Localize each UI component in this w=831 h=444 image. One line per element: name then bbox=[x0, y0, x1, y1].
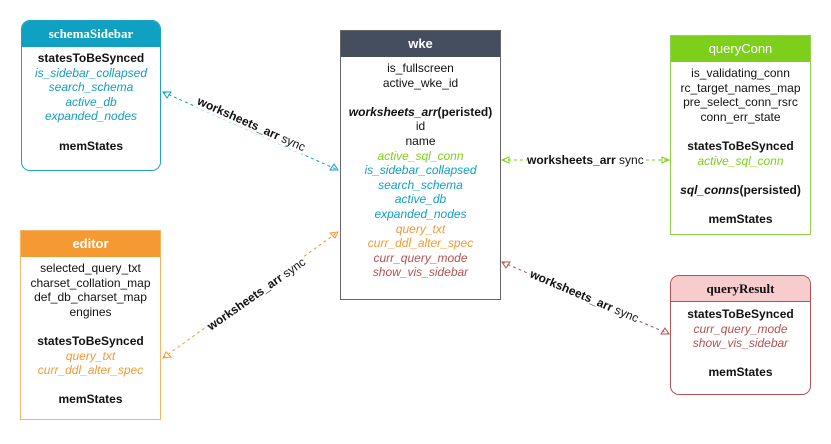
schema-field: search_schema bbox=[378, 177, 463, 192]
edge-label-wke-queryConn: worksheets_arr sync bbox=[527, 153, 644, 167]
node-title: schemaSidebar bbox=[22, 21, 160, 47]
node-query-conn: queryConn is_validating_conn rc_target_n… bbox=[670, 35, 811, 235]
synced-field: query_txt bbox=[65, 348, 116, 363]
persisted-name: sql_conns bbox=[680, 182, 740, 197]
synced-label: statesToBeSynced bbox=[37, 333, 144, 348]
arr-suffix: (peristed) bbox=[437, 104, 493, 119]
edge-label-bold: worksheets_arr bbox=[527, 153, 616, 167]
node-title: wke bbox=[341, 31, 500, 57]
state-field: conn_err_state bbox=[700, 109, 781, 124]
synced-label: statesToBeSynced bbox=[37, 51, 145, 65]
state-field: is_fullscreen bbox=[387, 61, 454, 75]
result-field: show_vis_sidebar bbox=[372, 265, 469, 280]
field: name bbox=[405, 133, 436, 148]
arr-name: worksheets_arr bbox=[348, 104, 438, 119]
arrowhead-icon bbox=[501, 261, 511, 269]
state-field: pre_select_conn_rsrc bbox=[683, 95, 798, 110]
schema-field: is_sidebar_collapsed bbox=[364, 163, 477, 178]
node-title: queryConn bbox=[671, 36, 810, 62]
schema-field: active_db bbox=[394, 192, 447, 207]
synced-field: is_sidebar_collapsed bbox=[34, 65, 148, 80]
result-field: curr_query_mode bbox=[373, 250, 468, 265]
mem-label: memStates bbox=[58, 392, 123, 407]
arrowhead-icon bbox=[329, 163, 339, 171]
node-editor: editor selected_query_txt charset_collat… bbox=[20, 230, 161, 420]
node-title: editor bbox=[21, 231, 160, 257]
arrowhead-icon bbox=[162, 91, 172, 99]
synced-label: statesToBeSynced bbox=[687, 138, 794, 153]
field: id bbox=[415, 119, 426, 134]
arrowhead-icon bbox=[660, 327, 670, 335]
edge-label-rest: sync bbox=[615, 153, 644, 167]
synced-field: curr_query_mode bbox=[693, 321, 788, 336]
state-field: rc_target_names_map bbox=[680, 80, 801, 95]
persisted-suffix: (persisted) bbox=[739, 182, 801, 197]
state-field: is_validating_conn bbox=[691, 66, 790, 80]
arrowhead-icon bbox=[661, 156, 671, 164]
synced-field: active_db bbox=[65, 94, 117, 109]
synced-field: active_sql_conn bbox=[697, 153, 784, 168]
schema-field: expanded_nodes bbox=[374, 206, 467, 221]
persisted-label: sql_conns(persisted) bbox=[671, 183, 810, 198]
state-field: def_db_charset_map bbox=[34, 290, 147, 305]
worksheets-arr-label: worksheets_arr(peristed) bbox=[341, 105, 500, 120]
mem-label: memStates bbox=[708, 211, 773, 226]
synced-field: expanded_nodes bbox=[44, 109, 138, 124]
conn-field: active_sql_conn bbox=[377, 148, 464, 163]
state-field: selected_query_txt bbox=[40, 261, 141, 275]
node-title: queryResult bbox=[671, 276, 810, 302]
mem-label: memStates bbox=[58, 138, 124, 153]
node-schema-sidebar: schemaSidebar statesToBeSynced is_sideba… bbox=[21, 20, 161, 171]
edge-editor-wke bbox=[162, 231, 339, 359]
synced-field: curr_ddl_alter_spec bbox=[37, 363, 144, 378]
arrowhead-icon bbox=[162, 351, 173, 359]
state-field: active_wke_id bbox=[382, 75, 459, 90]
synced-field: show_vis_sidebar bbox=[692, 336, 789, 351]
node-wke: wke is_fullscreen active_wke_id workshee… bbox=[340, 30, 501, 300]
arrowhead-icon bbox=[328, 231, 339, 239]
node-query-result: queryResult statesToBeSynced curr_query_… bbox=[670, 275, 811, 395]
synced-field: search_schema bbox=[48, 80, 134, 95]
state-field: engines bbox=[69, 304, 112, 319]
mem-label: memStates bbox=[708, 365, 773, 380]
state-field: charset_collation_map bbox=[30, 275, 151, 290]
edge-schema-wke bbox=[162, 91, 339, 171]
synced-label: statesToBeSynced bbox=[687, 307, 794, 321]
editor-field: query_txt bbox=[395, 221, 446, 236]
arrowhead-icon bbox=[500, 156, 510, 164]
editor-field: curr_ddl_alter_spec bbox=[367, 236, 474, 251]
